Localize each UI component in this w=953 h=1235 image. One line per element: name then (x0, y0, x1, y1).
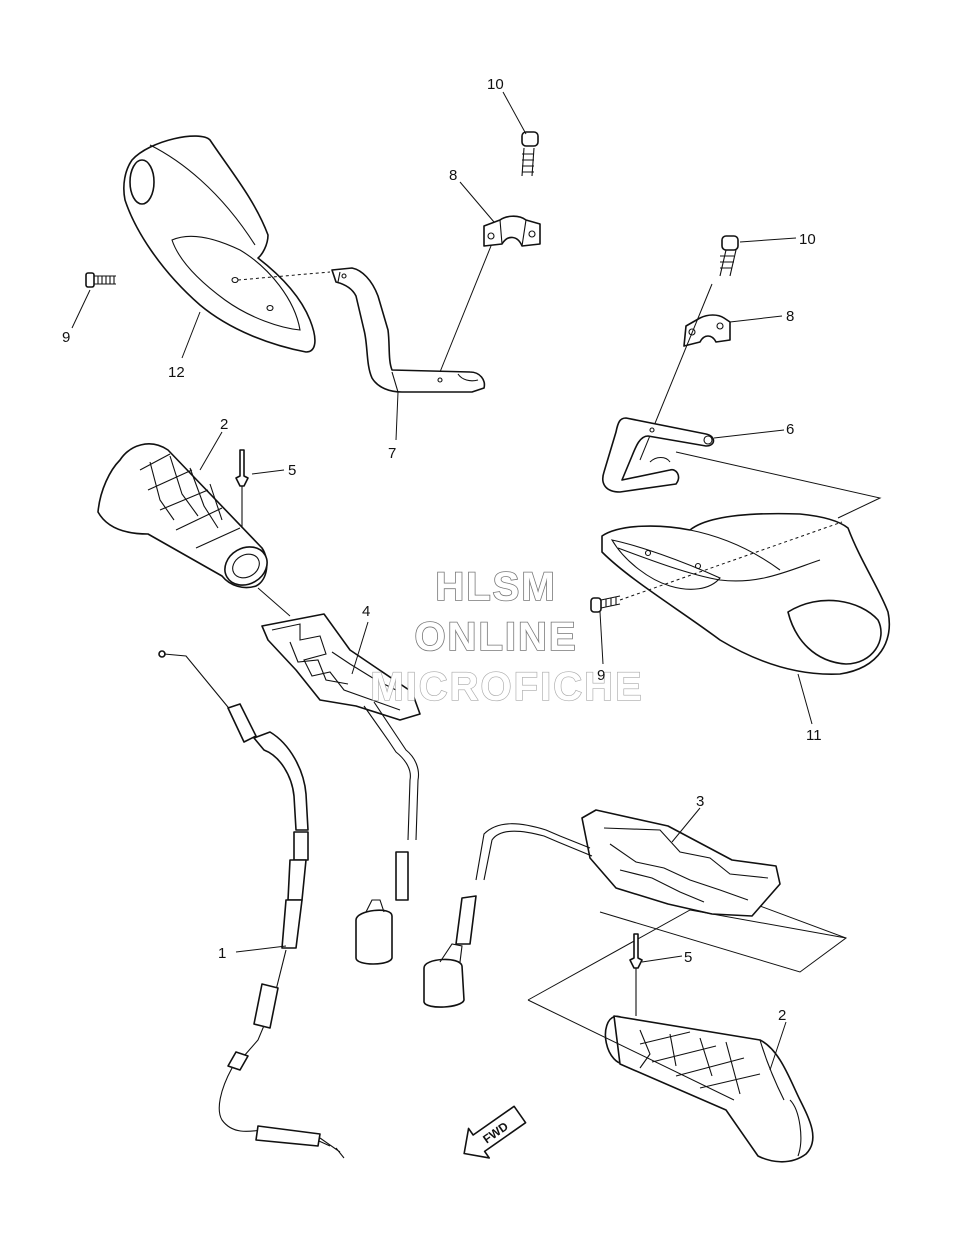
callout-11: 11 (806, 727, 822, 744)
pin-5-right-part[interactable] (629, 933, 643, 1016)
clamp-8-left-part[interactable] (483, 215, 541, 247)
grip-right-part[interactable] (601, 1014, 814, 1163)
callout-8-left: 8 (449, 167, 457, 184)
callout-10-right: 10 (799, 231, 816, 248)
bracket-right-part[interactable] (602, 417, 715, 493)
callout-2-left: 2 (220, 416, 228, 433)
heater-left-wire[interactable] (355, 701, 420, 965)
callout-9-left: 9 (62, 329, 70, 346)
callout-6: 6 (786, 421, 794, 438)
handguard-right-part[interactable] (601, 512, 891, 676)
clamp-8-right-part[interactable] (683, 314, 731, 347)
callout-9-right: 9 (597, 667, 605, 684)
fwd-arrow-icon: FWD (463, 1105, 527, 1159)
bolt-9-left-part[interactable] (85, 272, 116, 288)
bolt-9-right-part[interactable] (590, 595, 621, 613)
callout-5-left: 5 (288, 462, 296, 479)
bolt-10-right-part[interactable] (719, 235, 739, 277)
heater-right-part[interactable] (581, 809, 781, 917)
callout-3: 3 (696, 793, 704, 810)
callout-12: 12 (168, 364, 185, 381)
throttle-cable-part[interactable] (158, 650, 345, 1159)
handguard-left-part[interactable] (123, 135, 316, 353)
watermark-line-2: ONLINE (414, 615, 577, 659)
callout-2-right: 2 (778, 1007, 786, 1024)
callout-8-right: 8 (786, 308, 794, 325)
grip-left-part[interactable] (97, 443, 274, 593)
callout-1: 1 (218, 945, 226, 962)
bracket-left-part[interactable] (331, 267, 486, 393)
callout-10-left: 10 (487, 76, 504, 93)
watermark-line-3: MICROFICHE (370, 665, 643, 709)
pin-5-left-part[interactable] (235, 449, 249, 528)
callout-4: 4 (362, 603, 370, 620)
callout-5-right: 5 (684, 949, 692, 966)
bolt-10-left-part[interactable] (521, 131, 539, 177)
watermark-line-1: HLSM (435, 565, 556, 609)
heater-right-wire[interactable] (423, 823, 593, 1008)
callout-7: 7 (388, 445, 396, 462)
heater-left-part[interactable] (261, 613, 421, 721)
